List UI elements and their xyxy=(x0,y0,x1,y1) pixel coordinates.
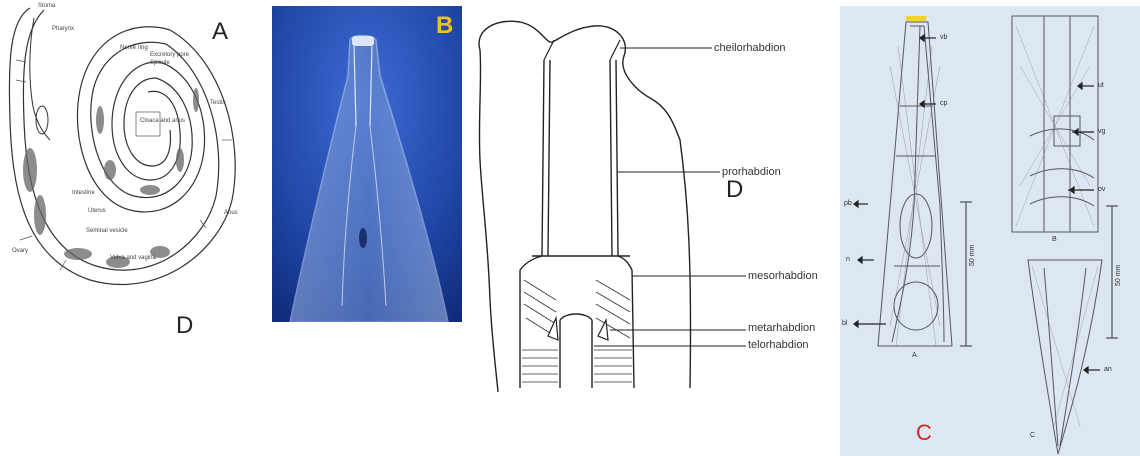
label-c-n: n xyxy=(846,256,850,263)
label-c-fig-c: C xyxy=(1030,432,1035,439)
panel-c-letter: C xyxy=(916,420,932,446)
label-a-testis: Testis xyxy=(210,100,225,106)
panel-d-stoma-diagram: cheilorhabdion prorhabdion mesorhabdion … xyxy=(460,0,830,400)
label-c-scale-1: 50 mm xyxy=(969,245,976,266)
label-a-anus: Anus xyxy=(224,210,238,216)
panel-b-micrograph: B xyxy=(272,6,462,322)
panel-d-letter: D xyxy=(726,176,743,204)
label-a-uterus: Uterus xyxy=(88,208,106,214)
label-a-pharynx: Pharynx xyxy=(52,26,74,32)
label-mesorhabdion: mesorhabdion xyxy=(748,270,818,282)
label-telorhabdion: telorhabdion xyxy=(748,339,809,351)
label-c-an: an xyxy=(1104,366,1112,373)
label-c-vb: vb xyxy=(940,34,947,41)
panel-b-letter: B xyxy=(436,12,453,40)
label-cheilorhabdion: cheilorhabdion xyxy=(714,42,786,54)
panel-a-letter: A xyxy=(212,18,228,46)
label-c-scale-2: 50 mm xyxy=(1115,265,1122,286)
label-a-nerve-ring: Nerve ring xyxy=(120,45,148,51)
label-c-fig-b: B xyxy=(1052,236,1057,243)
label-a-excretory-pore: Excretory pore xyxy=(150,52,189,58)
label-c-vg: vg xyxy=(1098,128,1105,135)
label-c-fig-a: A xyxy=(912,352,917,359)
panel-c-plate: vb cp pb n bl ut vg ov an A B C 50 mm 50… xyxy=(840,6,1140,456)
label-c-pb: pb xyxy=(844,200,852,207)
nematode-coil-drawing xyxy=(0,0,262,340)
label-a-ovary: Ovary xyxy=(12,248,28,254)
label-a-cloaca: Cloaca and anus xyxy=(140,118,185,124)
micrograph-image xyxy=(272,6,462,322)
label-c-bl: bl xyxy=(842,320,847,327)
label-c-ov: ov xyxy=(1098,186,1105,193)
label-metarhabdion: metarhabdion xyxy=(748,322,815,334)
label-a-vulva: Vulva and vagina xyxy=(110,255,156,261)
panel-a-nematode-anatomy: Stoma Pharynx Nerve ring Excretory pore … xyxy=(0,0,262,340)
plate-drawing xyxy=(840,6,1140,456)
label-a-intestine: Intestine xyxy=(72,190,95,196)
label-a-stoma: Stoma xyxy=(38,3,55,9)
label-a-spicule: Spicule xyxy=(150,60,170,66)
label-c-ut: ut xyxy=(1098,82,1104,89)
label-c-cp: cp xyxy=(940,100,947,107)
panel-a-sub-letter: D xyxy=(176,312,193,340)
label-a-seminal-vesicle: Seminal vesicle xyxy=(86,228,128,234)
